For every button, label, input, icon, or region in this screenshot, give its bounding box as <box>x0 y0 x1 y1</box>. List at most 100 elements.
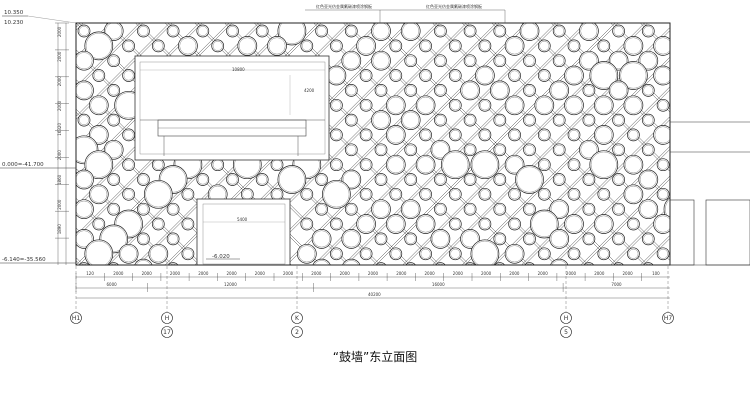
drum-circle <box>567 187 581 201</box>
drum-circle <box>415 214 436 234</box>
drum-circle <box>623 154 644 175</box>
drum-circle <box>342 258 361 265</box>
grid-axis-bubble <box>560 326 572 338</box>
drum-circle <box>593 214 614 234</box>
drum-circle <box>255 173 269 186</box>
drum-circle <box>311 229 332 249</box>
opening-elevation: -6.020 <box>212 254 230 260</box>
material-note-2: 红色亚光仿金属氟碳漆喷涂钢板 <box>426 3 482 9</box>
drum-circle <box>493 173 507 186</box>
drum-circle <box>356 214 376 234</box>
drum-circle <box>277 23 307 46</box>
bottom-dim-label: 2000 <box>311 271 322 276</box>
bottom-dim-label: 2000 <box>396 271 407 276</box>
bottom-dim-label: 100 <box>652 271 660 276</box>
material-notes: 红色亚光仿金属氟碳漆喷涂钢板 红色亚光仿金属氟碳漆喷涂钢板 <box>305 3 506 23</box>
drum-circle <box>582 84 596 97</box>
drum-circle <box>430 139 451 160</box>
drum-circle <box>118 243 139 264</box>
drum-circle <box>612 173 625 186</box>
drum-circle <box>107 113 121 127</box>
drum-circle <box>359 128 373 142</box>
drum-circle <box>597 187 611 201</box>
drum-circle <box>434 113 447 127</box>
inner-dim-height: 4200 <box>304 88 315 93</box>
drum-circle <box>448 217 462 231</box>
drum-circle <box>448 39 462 53</box>
drum-circle <box>448 69 462 82</box>
drum-circle <box>226 24 239 38</box>
drum-circle <box>371 110 391 130</box>
drum-circle <box>385 95 406 116</box>
drum-circle <box>589 150 619 180</box>
drum-circle <box>537 69 551 82</box>
drum-circle <box>76 50 94 71</box>
grid-axis-sub-label: 5 <box>564 329 568 336</box>
grid-axis-bubble <box>161 312 173 324</box>
drum-circle <box>389 187 403 201</box>
bottom-dim-label: 2000 <box>198 271 209 276</box>
drum-circle <box>385 214 406 234</box>
drum-circle <box>137 24 150 38</box>
drum-circle <box>389 39 403 53</box>
drum-circle <box>687 248 699 260</box>
mid-elevation: 0.000=-41.700 <box>2 162 44 168</box>
bottom-dim-label: 2000 <box>113 271 124 276</box>
drum-circle <box>623 95 644 116</box>
drum-circle <box>312 258 331 265</box>
drum-circle <box>552 143 566 157</box>
drum-circle <box>330 98 343 112</box>
drum-circle <box>435 262 446 265</box>
drum-circle <box>582 113 596 127</box>
drum-circle <box>419 69 432 82</box>
drum-circle <box>77 113 91 127</box>
grid-axis-sub-label: 17 <box>163 329 171 336</box>
drum-circle <box>612 232 625 246</box>
drum-circle <box>687 99 699 111</box>
top-elevation-1: 10.350 <box>4 10 24 16</box>
drum-circle <box>371 23 391 41</box>
drum-circle <box>627 217 640 231</box>
drum-circle <box>564 214 584 234</box>
drum-circle <box>552 24 566 38</box>
drum-circle <box>489 80 510 101</box>
bottom-dim-label: 16000 <box>432 282 445 287</box>
overall-dimension: 40200 <box>368 292 381 297</box>
bottom-dim-label: 2000 <box>255 271 266 276</box>
drum-circle <box>612 143 625 157</box>
drum-circle <box>181 187 195 201</box>
drum-circle <box>672 144 684 156</box>
bottom-dim-label: 120 <box>86 271 94 276</box>
drum-circle <box>638 199 659 220</box>
drum-circle <box>166 232 180 246</box>
drum-circle <box>330 128 343 142</box>
drum-circle <box>196 24 210 38</box>
drum-circle <box>463 113 477 127</box>
drum-circle <box>687 218 699 230</box>
drum-circle <box>494 262 506 265</box>
bottom-dim-label: 2000 <box>481 271 492 276</box>
drum-circle <box>493 54 507 68</box>
drum-circle <box>330 247 343 261</box>
drum-circle <box>211 39 225 53</box>
drum-circle <box>88 184 109 205</box>
drum-circle <box>460 80 480 101</box>
drum-circle <box>641 143 655 157</box>
bottom-dim-label: 2000 <box>594 271 605 276</box>
drum-circle <box>240 187 254 201</box>
grid-axis-label: H7 <box>664 315 673 322</box>
drum-circle <box>687 129 699 141</box>
drum-circle <box>504 36 525 56</box>
drum-circle <box>374 173 388 186</box>
drum-circle <box>181 217 195 231</box>
drum-circle <box>374 232 388 246</box>
grid-axis-bubble <box>161 326 173 338</box>
drum-circle <box>374 84 388 97</box>
drum-circle <box>627 128 640 142</box>
top-elevation-2: 10.230 <box>4 20 24 26</box>
grid-axis-bubble <box>291 312 303 324</box>
left-dim-label: 1890 <box>57 224 62 235</box>
drum-circle <box>330 39 343 53</box>
drum-circle <box>404 84 418 97</box>
